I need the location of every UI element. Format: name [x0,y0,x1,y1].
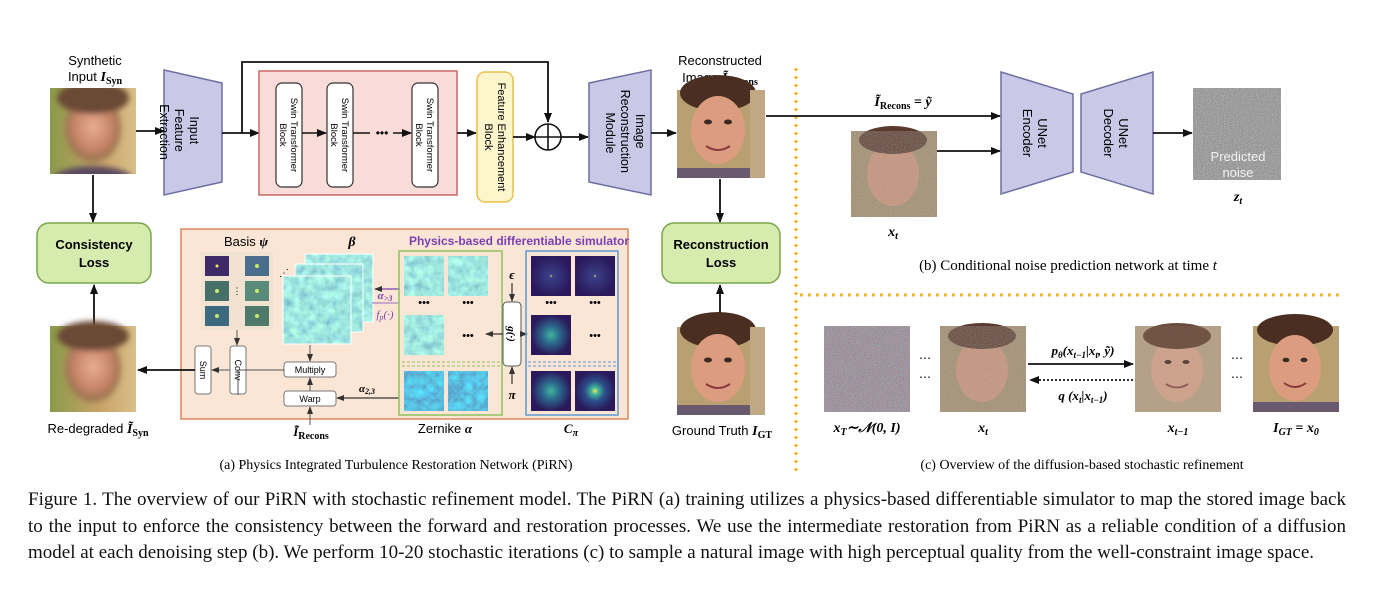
xt-minus-1-image [1135,323,1221,412]
swin-ellipsis: ••• [376,126,389,140]
svg-text:Feature EnhancementBlock: Feature EnhancementBlock [482,83,507,192]
sum-op: Sum [194,345,212,395]
warp-op: Warp [283,390,337,407]
svg-text:•••: ••• [418,297,430,309]
xt-noisy-image [851,126,937,217]
feature-enhancement-block: Feature EnhancementBlock [476,71,514,203]
swin-block-2: Swin TransformerBlock [326,82,354,188]
swin-block-1: Swin TransformerBlock [275,82,303,188]
svg-text:Loss: Loss [79,255,109,270]
irecons-bottom-label: ĨRecons [292,424,329,442]
basis-psi-label: Basis ψ [224,234,268,249]
xt-minus-1-label: xt−1 [1167,421,1189,438]
svg-text:noise: noise [1222,165,1253,180]
caption-c: (c) Overview of the diffusion-based stoc… [920,458,1243,473]
svg-text:Multiply: Multiply [295,365,326,375]
redegraded-image [50,321,136,412]
redegraded-label: Re-degraded ĨSyn [47,419,149,439]
svg-text:Loss: Loss [706,255,736,270]
svg-text:•••: ••• [462,330,474,342]
xT-noise-image [824,326,910,412]
svg-text:⋰: ⋰ [279,268,289,279]
pirn-diagram: Synthetic Input ISyn Input Feature Extra… [36,53,1340,473]
svg-text:g(·): g(·) [505,325,517,342]
multiply-op: Multiply [283,361,337,378]
ground-truth-label: Ground Truth IGT [672,423,772,441]
synthetic-input-label: Input ISyn [68,69,123,87]
xt-label-c: xt [977,421,989,438]
swin-block-3: Swin TransformerBlock [411,82,439,188]
xT-label: xT∼𝒩(0, I) [832,421,900,438]
sum-node [534,123,562,151]
zernike-panel [398,250,503,416]
c-pi-label: Cπ [564,421,579,439]
predicted-noise-image: Predicted noise [1193,88,1281,180]
epsilon-label: ϵ [509,267,515,282]
dots-c3: ⋯ [1231,351,1243,365]
ground-truth-image [677,312,765,415]
image-reconstruction-label: Image Reconstruction Module [603,90,647,177]
svg-text:•••: ••• [545,297,557,309]
xt-label: xt [887,225,899,242]
input-feature-extraction-label: Input Feature Extraction [157,104,201,160]
dots-c2: ⋯ [919,370,931,384]
igt-image [1253,314,1339,412]
synthetic-input-image [50,88,136,174]
zt-label: zt [1233,190,1243,207]
input-feature-extraction-block [163,69,223,196]
svg-text:Reconstruction: Reconstruction [673,237,768,252]
beta-label: β [347,235,356,250]
svg-text:•••: ••• [462,297,474,309]
beta-stack: ⋰ [279,253,374,345]
svg-text:Warp: Warp [299,394,320,404]
consistency-loss-box: Consistency Loss [36,222,152,284]
svg-text:Sum: Sum [198,361,208,380]
svg-text:⋮: ⋮ [233,286,242,296]
alpha-gt3-label: α>3 [378,290,393,303]
p-theta-label: pθ(xt−1|xt, ỹ) [1051,343,1115,360]
g-function-block: g(·) [502,301,522,367]
physics-simulator-title: Physics-based differentiable simulator [409,234,629,248]
c-pi-panel [525,250,619,416]
igt-equals-x0-label: IGT = x0 [1272,421,1319,438]
svg-text:Consistency: Consistency [55,237,133,252]
caption-b: (b) Conditional noise prediction network… [919,258,1218,274]
caption-a: (a) Physics Integrated Turbulence Restor… [219,458,572,473]
irecons-equals-y: ĨRecons = ỹ [873,92,932,112]
reconstructed-image [677,75,765,178]
synthetic-label: Synthetic [68,53,122,68]
unet-decoder-label: UNetDecoder [1101,108,1131,158]
pi-label: π [508,387,516,402]
xt-image-c [940,323,1026,412]
image-reconstruction-module [588,69,652,196]
svg-text:Swin TransformerBlock: Swin TransformerBlock [413,98,435,172]
svg-text:Swin TransformerBlock: Swin TransformerBlock [277,98,299,172]
figure-caption: Figure 1. The overview of our PiRN with … [28,489,1346,563]
dots-c4: ⋯ [1231,370,1243,384]
q-label: q (xt|xt−1) [1058,388,1107,405]
alpha23-label: α2,3 [359,383,375,396]
zernike-label: Zernike α [418,421,473,436]
svg-text:•••: ••• [589,330,601,342]
unet-encoder [1000,70,1074,196]
unet-encoder-label: UNetEncoder [1020,109,1050,158]
unet-decoder [1080,70,1154,196]
dots-c1: ⋯ [919,351,931,365]
svg-text:Swin TransformerBlock: Swin TransformerBlock [328,98,350,172]
c-pi-maps: ••• ••• ••• [528,256,616,411]
fp-label: fp(·) [376,309,393,322]
reconstruction-loss-box: Reconstruction Loss [661,222,781,284]
zernike-maps: ••• ••• ••• [402,256,500,411]
reconstructed-label: Reconstructed [678,53,762,68]
svg-text:•••: ••• [589,297,601,309]
basis-psi-grid: ⋮ [201,252,273,330]
svg-text:Predicted: Predicted [1211,149,1266,164]
